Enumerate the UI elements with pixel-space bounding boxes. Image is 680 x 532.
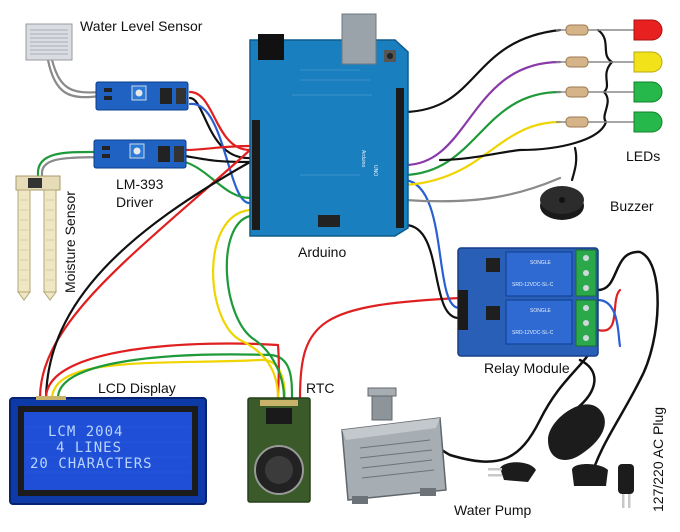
arduino-board: Arduino UNO <box>249 13 409 237</box>
rtc-module <box>247 397 311 503</box>
led-red <box>600 19 663 41</box>
led-green-2 <box>600 111 663 133</box>
resistor-3 <box>556 86 600 98</box>
lm393-driver-top <box>95 81 189 111</box>
wire-moisture-1 <box>36 150 102 177</box>
wire-arduino-rtc-green <box>225 214 286 400</box>
label-rtc: RTC <box>306 380 335 396</box>
label-relay-module: Relay Module <box>484 360 570 376</box>
wire-relay-ac-blue <box>596 298 622 348</box>
wire-relay-ac-red <box>596 288 622 332</box>
wire-lcd-red2 <box>44 342 280 400</box>
wire-moisture-2 <box>40 155 102 177</box>
buzzer <box>540 186 584 220</box>
label-water-pump: Water Pump <box>454 502 532 518</box>
wire-rtc-relay-red <box>298 296 462 400</box>
wire-led-green2-yellow <box>403 120 562 187</box>
wires <box>36 28 659 482</box>
wire-driver1-red <box>188 90 252 152</box>
wire-water-sensor-2 <box>50 58 102 94</box>
ac-plug <box>548 404 634 508</box>
wire-arduino-relay-blue <box>403 178 462 310</box>
wire-buzzer-black <box>570 146 578 182</box>
lcd-line-3: 20 CHARACTERS <box>30 456 153 472</box>
wire-led-yellow-purple <box>403 60 562 167</box>
wire-led-green1-green <box>403 90 562 177</box>
arduino-brand-text: Arduino <box>360 150 366 167</box>
label-lm393: LM-393 <box>116 176 164 192</box>
wire-arduino-rtc-yellow <box>212 208 280 400</box>
wire-arduino-relay-black <box>403 223 462 320</box>
relay-2-text: SONGLE <box>530 308 552 314</box>
arduino-model-text: UNO <box>372 165 378 176</box>
wire-lcd-green <box>56 353 294 400</box>
lm393-driver-bottom <box>93 139 187 169</box>
wire-buzzer-gray <box>403 176 562 203</box>
relay-1-text: SONGLE <box>530 260 552 266</box>
water-level-sensor <box>25 23 73 61</box>
relay-2-spec: SRD-12VDC-SL-C <box>512 330 554 336</box>
lcd-line-2: 4 LINES <box>56 440 122 456</box>
relay-1-spec: SRD-12VDC-SL-C <box>512 282 554 288</box>
lcd-line-1: LCM 2004 <box>48 424 123 440</box>
label-ac-plug: 127/220 AC Plug <box>650 406 666 512</box>
label-leds: LEDs <box>626 148 661 164</box>
wire-driver2-green <box>183 160 252 200</box>
water-pump <box>341 387 536 504</box>
led-yellow <box>600 51 663 73</box>
relay-module: SONGLE SRD-12VDC-SL-C SONGLE SRD-12VDC-S… <box>457 247 599 357</box>
label-driver: Driver <box>116 194 154 210</box>
label-buzzer: Buzzer <box>610 198 654 214</box>
lcd-display: LCM 2004 4 LINES 20 CHARACTERS <box>9 396 207 505</box>
resistor-4 <box>556 116 600 128</box>
wire-lcd-black <box>44 160 252 400</box>
label-lcd-display: LCD Display <box>98 380 176 396</box>
wire-led-red-black <box>403 28 562 114</box>
wire-driver2-red <box>183 144 252 152</box>
label-moisture-sensor: Moisture Sensor <box>62 191 78 293</box>
leds <box>600 19 663 133</box>
resistors <box>556 24 600 128</box>
moisture-sensor <box>15 175 61 301</box>
led-green-1 <box>600 81 663 103</box>
wire-relay-pump-black <box>573 358 596 412</box>
label-water-level-sensor: Water Level Sensor <box>80 18 203 34</box>
wire-driver2-black <box>183 154 252 164</box>
wire-water-sensor-1 <box>46 58 102 99</box>
wire-ac-black <box>588 250 659 482</box>
resistor-1 <box>556 24 600 36</box>
label-arduino: Arduino <box>298 244 347 260</box>
resistor-2 <box>556 56 600 68</box>
wire-driver1-blue <box>188 102 252 205</box>
wire-driver1-black <box>188 96 252 160</box>
